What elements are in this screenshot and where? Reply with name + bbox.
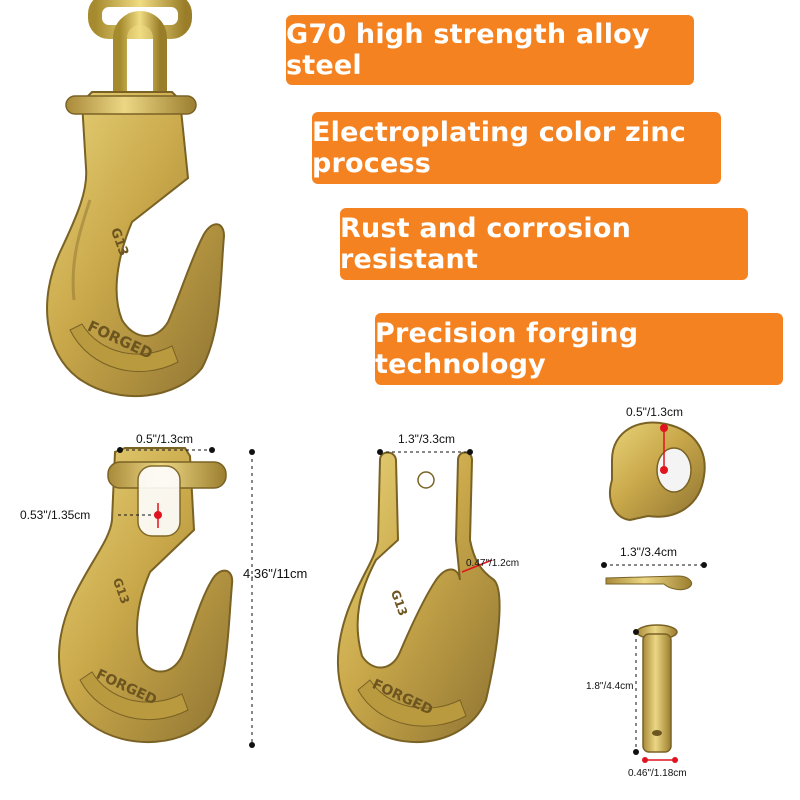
clevis-pin [633,624,678,763]
hook-front-view: FORGED G13 [58,447,234,744]
clevis-pin-length-label: 1.8"/4.4cm [586,681,634,692]
clevis-pin-diameter-label: 0.46"/1.18cm [628,768,687,779]
feature-text-4: Precision forging technology [375,318,639,380]
grade-mark-side: G13 [388,588,410,618]
pin-width-label: 0.5"/1.3cm [136,432,193,446]
eye-diameter-label: 0.5"/1.3cm [626,405,683,419]
cotter-pin [601,562,707,591]
feature-banner-2: Electroplating color zinc process [312,112,721,184]
large-hook-with-chain: FORGED G13 [46,0,226,398]
feature-text-3: Rust and corrosion resistant [340,213,631,275]
feature-banner-3: Rust and corrosion resistant [340,208,748,280]
feature-banner-4: Precision forging technology [375,313,783,385]
hook-eye-detail [609,421,706,522]
throat-opening-label: 0.47"/1.2cm [466,558,520,569]
hook-side-view: FORGED G13 [337,451,501,743]
hook-front-dimension-lines [117,447,255,748]
hook-side-dimension-lines [377,449,493,573]
slot-width-label: 0.53"/1.35cm [20,508,91,522]
clevis-width-label: 1.3"/3.3cm [398,432,455,446]
hook-length-label: 4.36"/11cm [243,566,308,581]
feature-banner-1: G70 high strength alloy steel [286,15,694,85]
feature-text-2: Electroplating color zinc process [312,117,686,179]
cotter-pin-length-label: 1.3"/3.4cm [620,545,677,559]
feature-text-1: G70 high strength alloy steel [286,19,650,81]
